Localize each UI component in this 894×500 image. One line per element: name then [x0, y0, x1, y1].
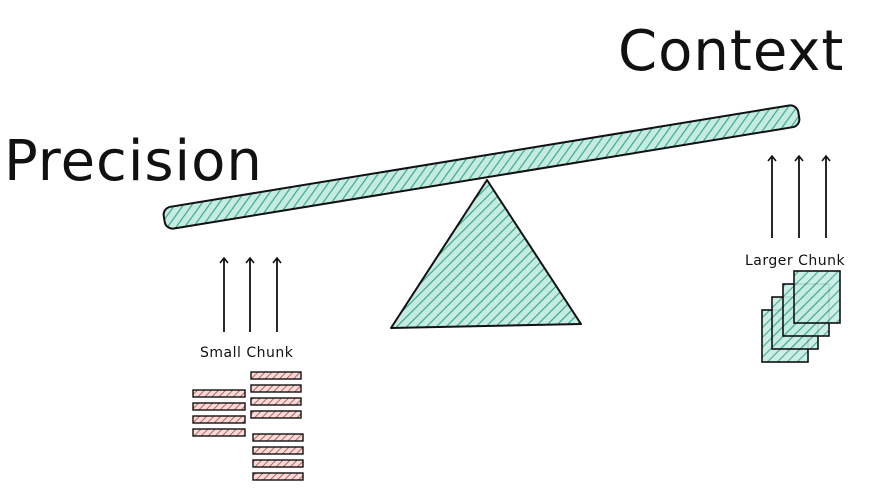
precision-label: Precision — [4, 129, 263, 194]
context-label: Context — [618, 19, 844, 84]
small-chunk-bars — [192, 371, 304, 481]
small-chunk-label: Small Chunk — [200, 345, 294, 361]
larger-chunk-label: Larger Chunk — [745, 253, 845, 269]
small-chunk-arrows — [219, 256, 282, 332]
larger-chunk-arrows — [767, 154, 831, 238]
fulcrum-triangle — [390, 179, 582, 329]
larger-chunk-squares — [761, 270, 841, 363]
seesaw-plank — [162, 104, 801, 230]
